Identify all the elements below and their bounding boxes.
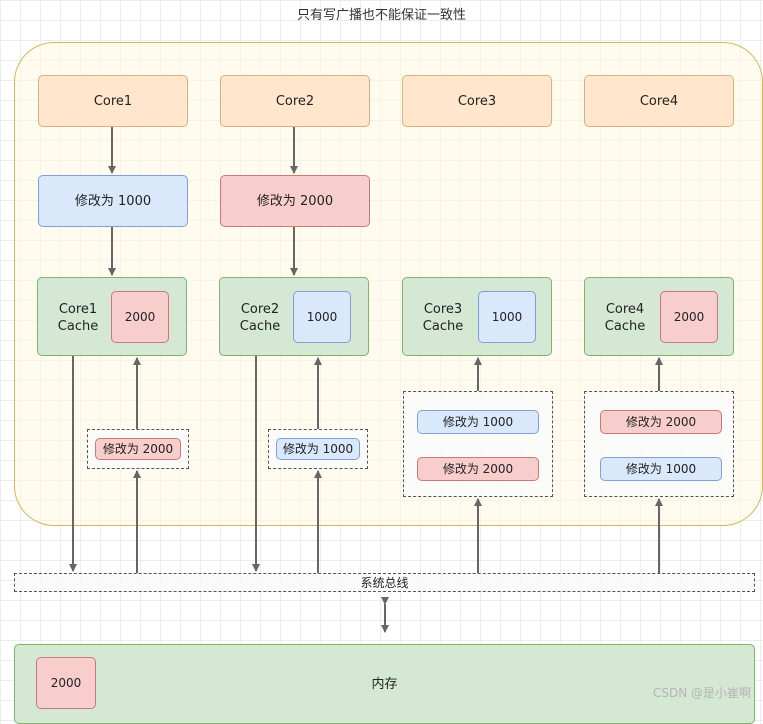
watermark: CSDN @是小崔啊: [652, 686, 751, 700]
memory-value: 2000: [36, 657, 96, 709]
core-2-cache: Core2 Cache 1000: [219, 277, 369, 356]
main-memory: 内存 2000: [14, 644, 755, 724]
memory-label: 内存: [371, 676, 398, 692]
core-3-incoming-group: 修改为 1000 修改为 2000: [403, 391, 553, 497]
core-2-write-op: 修改为 2000: [220, 175, 370, 227]
core-4-incoming-msg-1: 修改为 2000: [600, 410, 722, 434]
core-2-cache-value: 1000: [293, 291, 351, 343]
core-1-cache: Core1 Cache 2000: [37, 277, 187, 356]
core-4-box: Core4: [584, 75, 734, 127]
core-1-incoming-group: 修改为 2000: [87, 429, 189, 469]
core-1-box: Core1: [38, 75, 188, 127]
core-4-cache-value: 2000: [660, 291, 718, 343]
core-4-incoming-group: 修改为 2000 修改为 1000: [584, 391, 734, 497]
core-4-incoming-msg-2: 修改为 1000: [600, 457, 722, 481]
core-3-cache-label: Core3 Cache: [422, 302, 464, 334]
core-3-incoming-msg-2: 修改为 2000: [417, 457, 539, 481]
core-3-box: Core3: [402, 75, 552, 127]
core-2-cache-label: Core2 Cache: [239, 302, 281, 334]
core-3-cache-value: 1000: [478, 291, 536, 343]
core-2-incoming-msg: 修改为 1000: [276, 438, 360, 460]
core-1-cache-label: Core1 Cache: [57, 302, 99, 334]
core-4-cache-label: Core4 Cache: [604, 302, 646, 334]
core-1-incoming-msg: 修改为 2000: [95, 438, 181, 460]
core-1-write-op: 修改为 1000: [38, 175, 188, 227]
core-2-incoming-group: 修改为 1000: [268, 429, 368, 469]
diagram-title: 只有写广播也不能保证一致性: [296, 8, 466, 23]
system-bus: 系统总线: [14, 573, 755, 592]
core-3-cache: Core3 Cache 1000: [402, 277, 552, 356]
core-2-box: Core2: [220, 75, 370, 127]
core-1-cache-value: 2000: [111, 291, 169, 343]
core-4-cache: Core4 Cache 2000: [584, 277, 734, 356]
system-bus-label: 系统总线: [360, 576, 409, 590]
core-3-incoming-msg-1: 修改为 1000: [417, 410, 539, 434]
